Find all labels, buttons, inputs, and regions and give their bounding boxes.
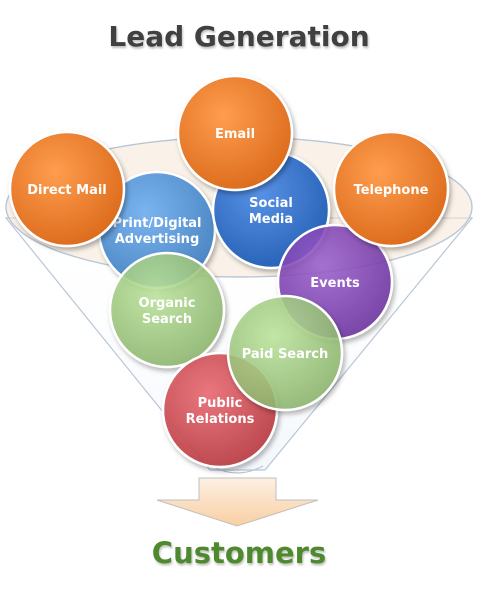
- diagram-title: Lead Generation: [108, 20, 370, 53]
- channel-circle: [108, 251, 226, 369]
- down-arrow: [156, 477, 319, 527]
- channel-label: Organic: [139, 296, 196, 311]
- channel-label: Advertising: [115, 232, 200, 247]
- channel-circle: [8, 130, 126, 248]
- channel-label: Social: [249, 196, 293, 211]
- channel-label: Email: [215, 127, 255, 142]
- channel-label: Telephone: [354, 183, 429, 198]
- channel-paid-search: Paid Search: [226, 294, 344, 412]
- channel-label: Public: [198, 396, 243, 411]
- channel-label: Media: [249, 212, 293, 227]
- channel-label: Events: [310, 276, 360, 291]
- channel-circle: [332, 130, 450, 248]
- channel-telephone: Telephone: [332, 130, 450, 248]
- channel-circle: [226, 294, 344, 412]
- channel-circle: [176, 74, 294, 192]
- channel-label: Paid Search: [242, 347, 329, 362]
- channel-direct-mail: Direct Mail: [8, 130, 126, 248]
- channel-label: Relations: [186, 412, 255, 427]
- channel-label: Print/Digital: [112, 216, 201, 231]
- channel-label: Direct Mail: [27, 183, 107, 198]
- channel-label: Search: [142, 312, 192, 327]
- result-label: Customers: [151, 536, 327, 570]
- channel-email: Email: [176, 74, 294, 192]
